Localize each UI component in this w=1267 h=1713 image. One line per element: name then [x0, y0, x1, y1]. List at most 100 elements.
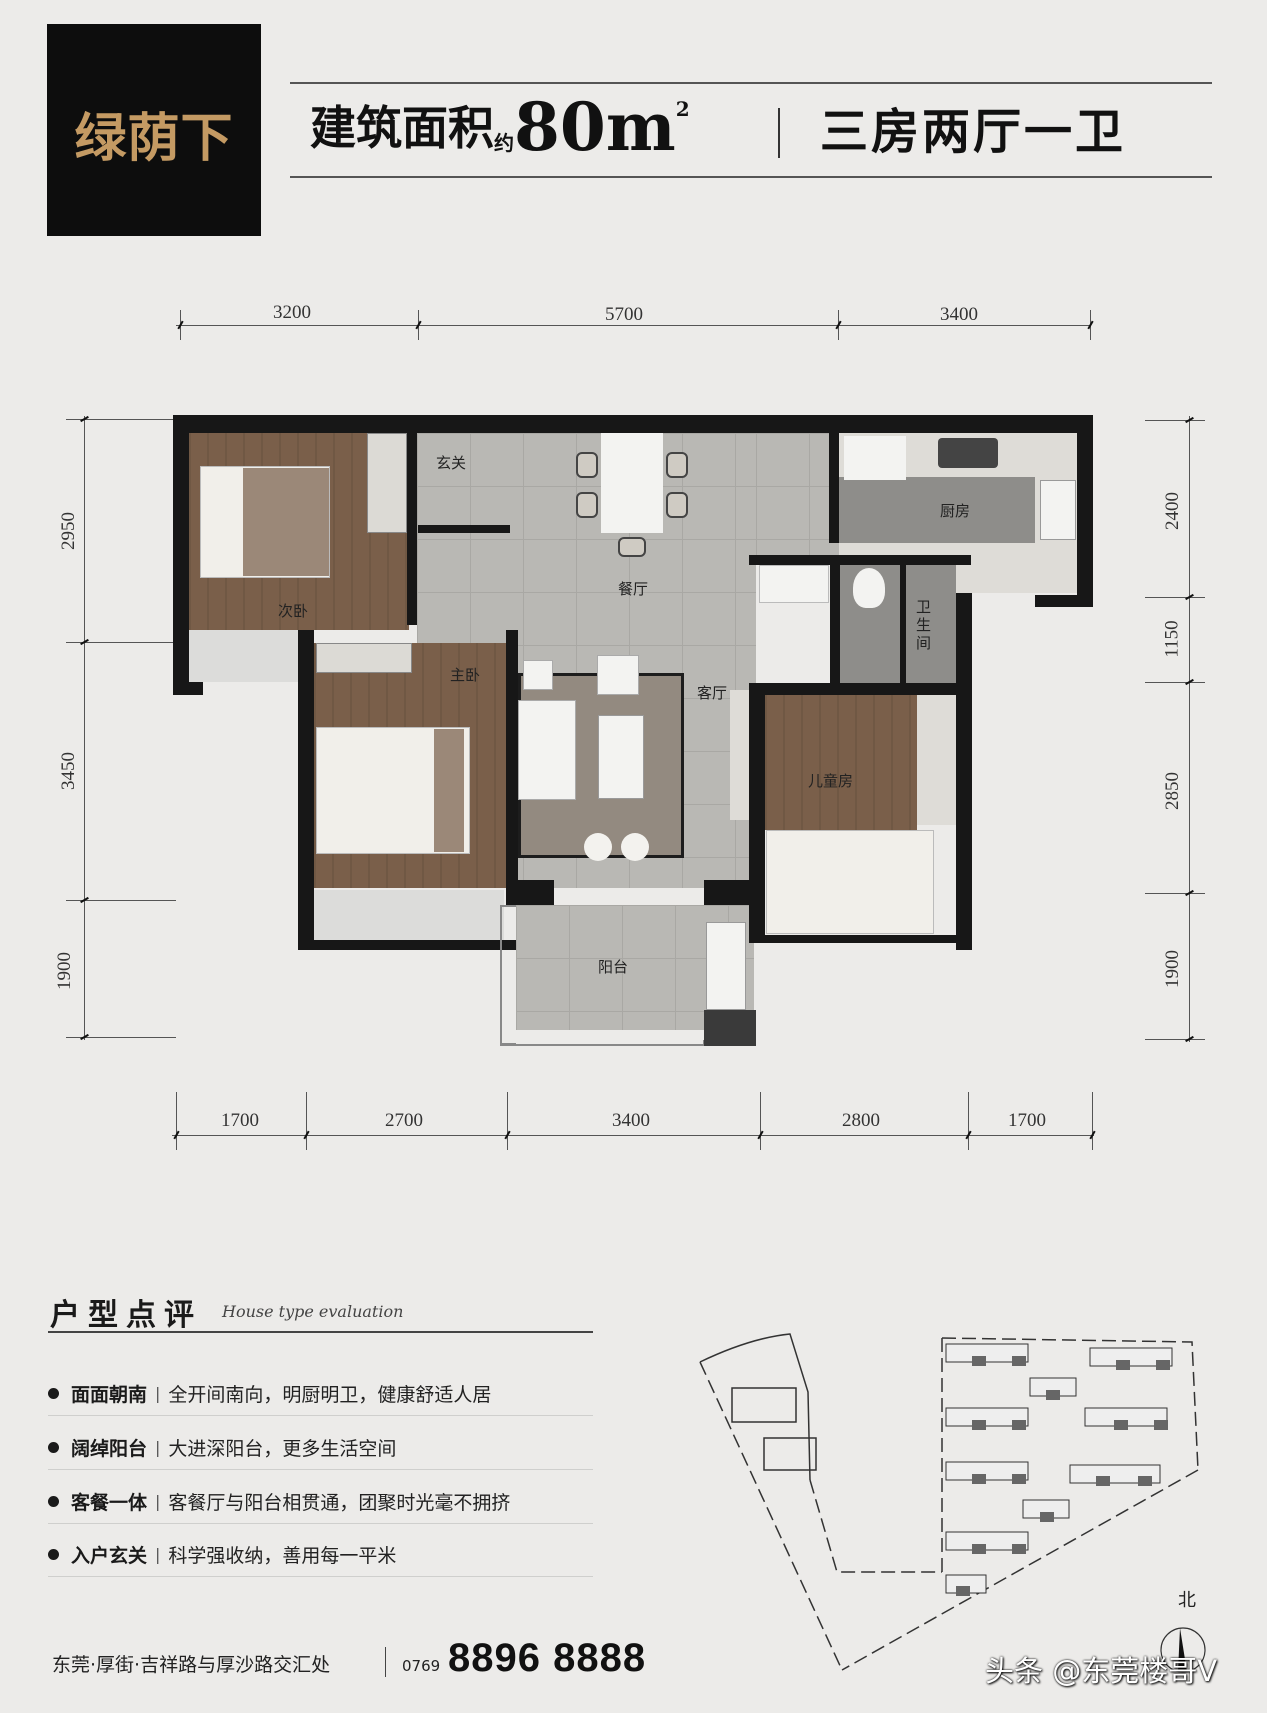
balcony-railing — [500, 905, 516, 1045]
bullet-icon — [48, 1442, 59, 1453]
kids-desk — [917, 695, 956, 825]
room-label-second-bedroom: 次卧 — [278, 602, 309, 620]
wall-segment — [829, 433, 839, 543]
wall-segment — [418, 525, 510, 533]
wall-segment — [1035, 595, 1093, 607]
evaluation-title: 户型点评 — [50, 1298, 202, 1333]
kids-room — [765, 695, 917, 830]
wall-segment — [830, 555, 840, 685]
kitchen-sink — [1040, 480, 1076, 540]
bullet-icon — [48, 1549, 59, 1560]
wall-north — [173, 415, 1093, 433]
stool — [621, 833, 649, 861]
room-label-kitchen: 厨房 — [940, 502, 971, 520]
second-bedroom-blanket — [243, 468, 329, 576]
evaluation-value: 科学强收纳，善用每一平米 — [168, 1545, 397, 1567]
approx-label: 约 — [494, 131, 514, 155]
site-plan-map — [699, 1333, 1206, 1673]
washbasin — [759, 565, 829, 603]
dim-left-1: 2950 — [58, 512, 79, 550]
evaluation-item: 阔绰阳台 | 大进深阳台，更多生活空间 — [48, 1426, 593, 1470]
dim-top-1: 3200 — [273, 302, 311, 323]
watermark: 头条 @东莞楼哥V — [985, 1654, 1218, 1688]
armchair — [597, 655, 639, 695]
room-label-master-bedroom: 主卧 — [450, 666, 481, 684]
separator: | — [155, 1384, 161, 1403]
area-unit-sup: 2 — [675, 97, 690, 121]
wardrobe — [367, 433, 407, 533]
dim-right-3: 2850 — [1162, 772, 1183, 810]
dim-bottom-3: 3400 — [612, 1110, 650, 1131]
fridge — [844, 436, 906, 480]
phone-number: 8896 8888 — [448, 1636, 647, 1680]
dining-chair — [666, 452, 688, 478]
area-title: 建筑面积约80m2 — [310, 88, 690, 166]
sofa — [518, 700, 576, 800]
wall-segment — [506, 880, 554, 905]
address: 东莞·厚街·吉祥路与厚沙路交汇处 — [52, 1654, 331, 1676]
wall-east-kids — [956, 555, 972, 950]
wall-segment — [749, 683, 765, 943]
separator: | — [155, 1545, 161, 1564]
layout-title: 三房两厅一卫 — [820, 104, 1127, 160]
room-label-kids-room: 儿童房 — [808, 772, 854, 790]
dim-left-3: 1900 — [54, 952, 75, 990]
dining-chair — [576, 492, 598, 518]
evaluation-item: 客餐一体 | 客餐厅与阳台相贯通，团聚时光毫不拥挤 — [48, 1480, 593, 1524]
dim-top-3: 3400 — [940, 304, 978, 325]
dim-bottom-4: 2800 — [842, 1110, 880, 1131]
evaluation-key: 面面朝南 — [71, 1384, 148, 1406]
compass-icon — [1160, 1627, 1206, 1673]
wall-segment — [298, 940, 518, 950]
washing-machine — [706, 922, 746, 1010]
toilet — [853, 568, 885, 608]
evaluation-value: 全开间南向，明厨明卫，健康舒适人居 — [168, 1384, 492, 1406]
area-value: 80m — [514, 88, 676, 166]
evaluation-subtitle: House type evaluation — [222, 1302, 404, 1321]
master-bay-window — [314, 890, 504, 940]
title-rule-bottom — [290, 176, 1212, 178]
dining-chair — [618, 537, 646, 557]
wall-west-lower — [298, 628, 314, 950]
storage-area — [756, 433, 840, 558]
bay-window — [189, 630, 298, 682]
title-separator — [778, 108, 780, 158]
dining-table — [601, 433, 663, 533]
evaluation-rule — [48, 1331, 593, 1333]
master-wardrobe — [316, 643, 412, 673]
dim-right-2: 1150 — [1161, 620, 1183, 658]
evaluation-value: 大进深阳台，更多生活空间 — [168, 1438, 397, 1460]
dim-bottom-2: 2700 — [385, 1110, 423, 1131]
wall-west-upper — [173, 415, 189, 695]
wall-segment — [407, 415, 417, 625]
wall-segment — [749, 935, 971, 943]
evaluation-key: 客餐一体 — [71, 1492, 148, 1514]
dim-bottom-5: 1700 — [1008, 1110, 1046, 1131]
wall-segment — [704, 1010, 756, 1046]
side-table — [523, 660, 553, 690]
room-label-balcony: 阳台 — [598, 958, 629, 976]
evaluation-item: 面面朝南 | 全开间南向，明厨明卫，健康舒适人居 — [48, 1372, 593, 1416]
room-label-bathroom: 卫生间 — [916, 598, 932, 652]
evaluation-key: 入户玄关 — [71, 1545, 148, 1567]
dim-right-1: 2400 — [1162, 492, 1183, 530]
wall-segment — [704, 880, 756, 905]
shower-area — [906, 565, 956, 683]
footer-separator — [385, 1647, 386, 1677]
evaluation-item: 入户玄关 | 科学强收纳，善用每一平米 — [48, 1533, 593, 1577]
area-code: 0769 — [402, 1657, 441, 1675]
dining-chair — [576, 452, 598, 478]
stove — [938, 438, 998, 468]
stool — [584, 833, 612, 861]
master-bed-runner — [434, 729, 464, 852]
evaluation-value: 客餐厅与阳台相贯通，团聚时光毫不拥挤 — [168, 1492, 511, 1514]
coffee-table — [598, 715, 644, 799]
balcony-railing — [500, 1040, 705, 1046]
room-label-living: 客厅 — [697, 684, 728, 702]
separator: | — [155, 1438, 161, 1457]
wall-segment — [173, 682, 203, 695]
title-rule-top — [290, 82, 1212, 84]
wall-segment — [749, 683, 971, 695]
wall-segment — [900, 565, 906, 683]
bullet-icon — [48, 1496, 59, 1507]
